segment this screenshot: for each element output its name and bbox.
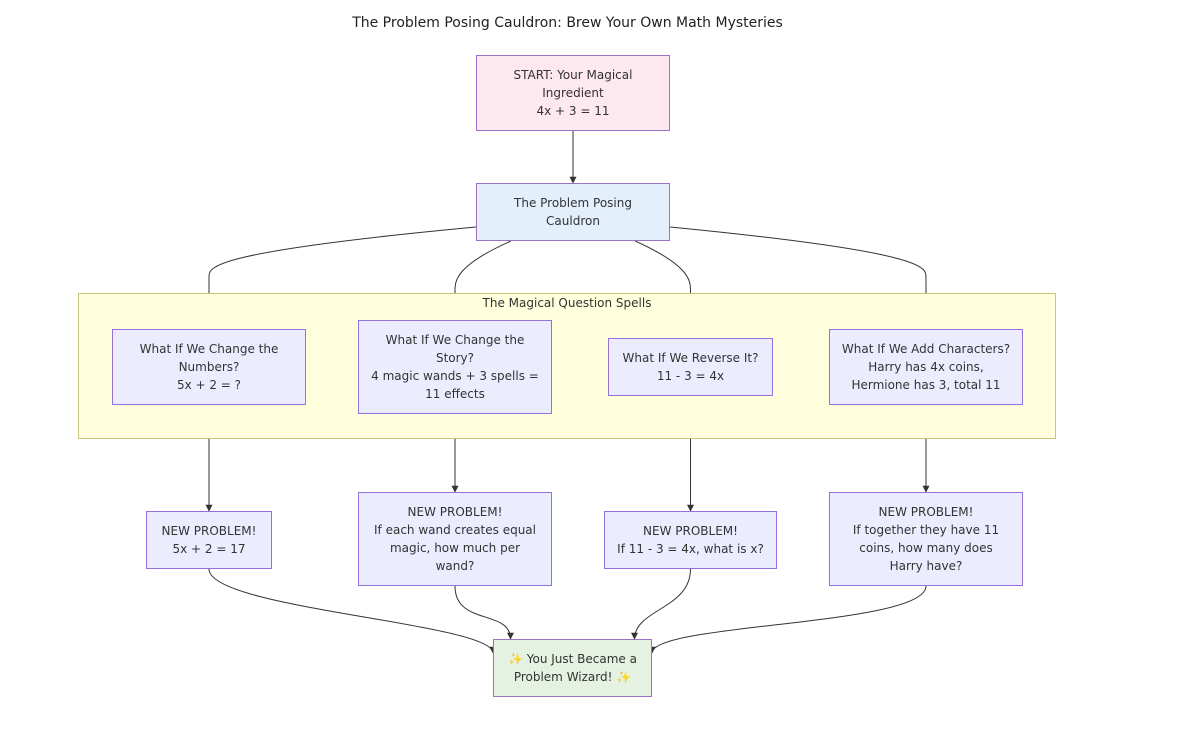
spell2-line-1: What If We Change the	[385, 333, 525, 347]
start-node: START: Your Magical Ingredient 4x + 3 = …	[476, 55, 670, 131]
problem-wizard-node: ✨ You Just Became a Problem Wizard! ✨	[493, 639, 652, 697]
new-problem-node-3: NEW PROBLEM! If 11 - 3 = 4x, what is x?	[604, 511, 777, 569]
spell4-line-2: Harry has 4x coins,	[868, 360, 984, 374]
diagram-title: The Problem Posing Cauldron: Brew Your O…	[352, 15, 783, 31]
group-label: The Magical Question Spells	[482, 296, 652, 310]
start-line-1: START: Your Magical	[513, 68, 633, 82]
new-problem-node-1: NEW PROBLEM! 5x + 2 = 17	[146, 511, 272, 569]
edge-new1-to-end	[208, 568, 497, 654]
spell1-line-3: 5x + 2 = ?	[176, 378, 242, 392]
new3-line-2: If 11 - 3 = 4x, what is x?	[617, 542, 764, 556]
edge-cauldron-to-spell2	[451, 240, 512, 321]
new2-line-3: magic, how much per	[389, 541, 521, 555]
reverse-it-node: What If We Reverse It? 11 - 3 = 4x	[608, 338, 773, 396]
new1-line-2: 5x + 2 = 17	[172, 542, 246, 556]
spell2-line-3: 4 magic wands + 3 spells =	[371, 369, 539, 383]
spell4-line-1: What If We Add Characters?	[841, 342, 1011, 356]
new4-line-4: Harry have?	[889, 559, 963, 573]
start-line-2: Ingredient	[542, 86, 604, 100]
end-line-1: ✨ You Just Became a	[508, 652, 637, 666]
spell3-line-2: 11 - 3 = 4x	[656, 369, 725, 383]
edge-new2-to-end	[454, 585, 514, 640]
spell1-line-2: Numbers?	[178, 360, 240, 374]
edge-cauldron-to-spell3	[634, 240, 694, 339]
edge-cauldron-to-spell1	[205, 226, 477, 330]
new-problem-node-2: NEW PROBLEM! If each wand creates equal …	[358, 492, 552, 586]
new2-line-1: NEW PROBLEM!	[407, 505, 503, 519]
edge-cauldron-to-spell4	[669, 226, 930, 330]
new4-line-2: If together they have 11	[852, 523, 1000, 537]
spell4-line-3: Hermione has 3, total 11	[851, 378, 1001, 392]
new2-line-2: If each wand creates equal	[374, 523, 536, 537]
spell1-line-1: What If We Change the	[139, 342, 279, 356]
end-line-2: Problem Wizard! ✨	[513, 670, 632, 684]
add-characters-node: What If We Add Characters? Harry has 4x …	[829, 329, 1023, 405]
new3-line-1: NEW PROBLEM!	[643, 524, 738, 538]
start-line-3: 4x + 3 = 11	[536, 104, 610, 118]
change-numbers-node: What If We Change the Numbers? 5x + 2 = …	[112, 329, 306, 405]
new4-line-1: NEW PROBLEM!	[878, 505, 974, 519]
change-story-node: What If We Change the Story? 4 magic wan…	[358, 320, 552, 414]
new2-line-4: wand?	[435, 559, 475, 573]
new-problem-node-4: NEW PROBLEM! If together they have 11 co…	[829, 492, 1023, 586]
new4-line-3: coins, how many does	[859, 541, 993, 555]
edge-new3-to-end	[631, 568, 691, 640]
cauldron-line-2: Cauldron	[546, 214, 600, 228]
cauldron-line-1: The Problem Posing	[514, 196, 632, 210]
spell3-line-1: What If We Reverse It?	[622, 351, 759, 365]
new1-line-1: NEW PROBLEM!	[161, 524, 257, 538]
spell2-line-4: 11 effects	[425, 387, 485, 401]
edge-new4-to-end	[648, 585, 927, 654]
spell2-line-2: Story?	[435, 351, 475, 365]
cauldron-node: The Problem Posing Cauldron	[476, 183, 670, 241]
